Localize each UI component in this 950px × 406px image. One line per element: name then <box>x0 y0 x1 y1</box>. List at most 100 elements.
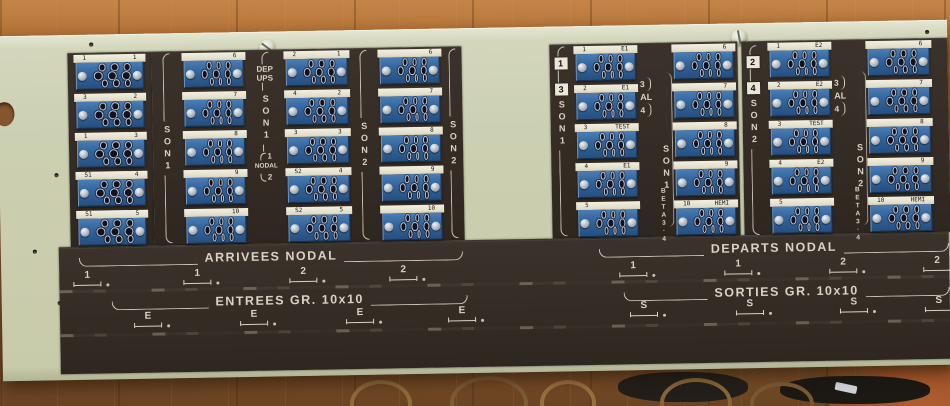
mount-screw <box>133 109 143 119</box>
bracket-line <box>750 149 760 236</box>
patch-block <box>575 53 636 82</box>
mount-screw <box>676 139 687 149</box>
marker-label: 2 <box>840 256 847 268</box>
jack-socket <box>99 141 108 150</box>
jack-socket <box>903 205 909 214</box>
mount-screw <box>383 183 393 193</box>
patch-block <box>287 175 351 204</box>
sorties-bracket: SORTIES GR. 10x10 <box>623 281 950 302</box>
mount-screw <box>676 100 686 110</box>
jack-field <box>299 98 336 123</box>
patch-block <box>577 170 638 199</box>
jack-socket <box>329 98 336 107</box>
jack-socket <box>423 135 429 144</box>
mount-screw <box>235 225 245 235</box>
jack-socket <box>607 218 615 228</box>
mount-screw <box>287 68 297 78</box>
jack-socket <box>705 216 713 226</box>
jack-socket <box>911 49 917 58</box>
mount-screw <box>821 214 831 224</box>
jack-socket <box>706 91 712 100</box>
bracket-line <box>261 82 269 92</box>
patch-block <box>76 100 145 129</box>
jack-socket <box>221 233 226 242</box>
jack-socket <box>706 52 711 61</box>
jack-socket <box>399 182 407 192</box>
jack-socket <box>797 184 802 193</box>
mount-screw <box>723 138 734 148</box>
jack-socket <box>323 231 329 240</box>
mount-screw <box>186 108 196 119</box>
jack-field <box>591 210 626 235</box>
jack-row <box>700 107 722 117</box>
mount-screw <box>80 227 90 237</box>
jack-row <box>212 233 234 242</box>
departs-nodal-bracket: DEPARTS NODAL <box>598 237 949 258</box>
patch-module: 9 <box>183 168 248 206</box>
patch-block <box>868 87 931 116</box>
jack-socket <box>115 235 123 244</box>
jack-row <box>407 190 429 200</box>
jack-socket <box>795 207 800 216</box>
marker-label: E <box>356 306 364 319</box>
jack-socket <box>895 143 900 152</box>
jack-row <box>204 224 234 235</box>
jack-socket <box>414 73 419 83</box>
marker-label: 1 <box>630 260 637 272</box>
channel-marker: S <box>627 300 661 318</box>
jack-socket <box>423 112 428 121</box>
jack-field <box>393 57 427 83</box>
jack-socket <box>218 217 224 226</box>
jack-socket <box>207 100 213 109</box>
channel-marker: 1 <box>180 268 214 286</box>
separator-dep-ups-nodal: DEP UPS SON1 1 NODAL 2 <box>245 51 286 242</box>
jack-socket <box>313 192 319 201</box>
marker-tick-line <box>619 272 648 278</box>
bracket-line <box>370 295 468 306</box>
block-label-right: 10 <box>231 208 240 216</box>
marker-label: 1 <box>194 267 201 279</box>
jack-socket <box>101 79 109 88</box>
jack-socket <box>617 54 623 63</box>
channel-marker: 2 <box>386 264 420 282</box>
jack-socket <box>319 98 325 107</box>
block-label-left: 5 <box>585 202 589 210</box>
jack-socket <box>599 132 605 141</box>
patch-block <box>676 207 737 236</box>
jack-row <box>407 151 429 161</box>
al-stack: 3 AL 4 <box>834 78 847 114</box>
jack-socket <box>424 213 430 222</box>
jack-socket <box>801 214 809 224</box>
jack-row <box>202 107 232 118</box>
jack-socket <box>412 57 417 67</box>
patch-block <box>286 97 349 126</box>
marker-tick-line <box>346 318 375 325</box>
jack-socket <box>888 213 896 223</box>
jack-socket <box>788 97 795 108</box>
jack-row <box>895 182 919 191</box>
marker-label: S <box>850 296 858 308</box>
marker-label: 2 <box>300 265 307 278</box>
mount-screw <box>772 98 782 108</box>
jack-socket <box>601 210 607 219</box>
jack-socket <box>893 205 899 214</box>
jack-socket <box>913 166 919 175</box>
jack-socket <box>212 68 220 79</box>
jack-socket <box>330 75 335 84</box>
jack-socket <box>123 62 131 72</box>
mount-screw <box>723 99 733 109</box>
channel-marker: 2 <box>826 256 860 274</box>
jack-row <box>201 68 231 79</box>
mount-screw <box>187 147 197 158</box>
separator-squares-1-3: 1 3 SON1 <box>547 46 576 237</box>
jack-field <box>197 100 232 125</box>
jack-socket <box>103 157 110 166</box>
jack-socket <box>708 68 713 77</box>
patch-block <box>674 129 736 158</box>
patch-module: 7 <box>865 79 933 116</box>
block-label-right: 8 <box>430 126 434 134</box>
